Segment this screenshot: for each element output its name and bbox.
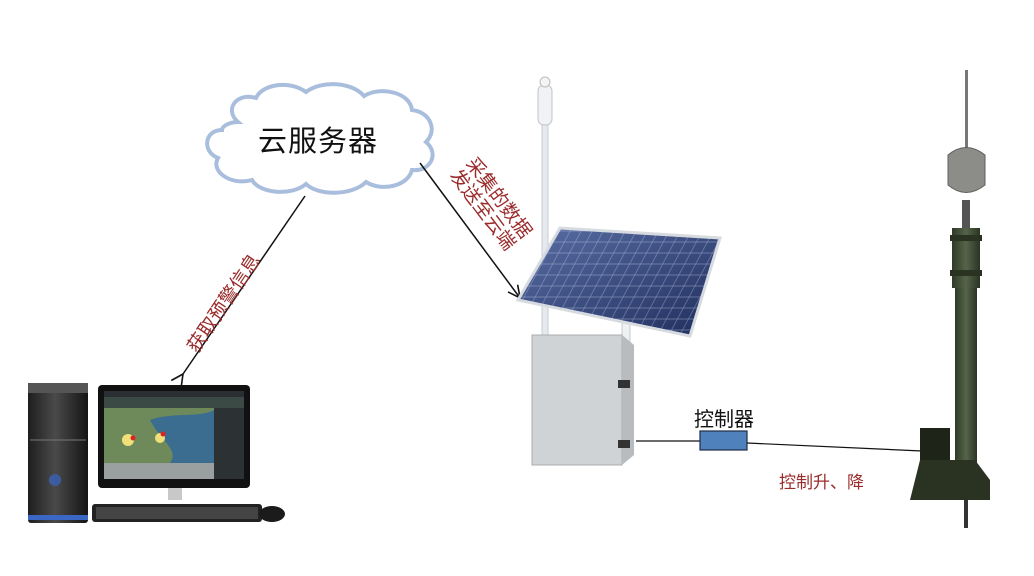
download-arrow <box>183 195 306 374</box>
monitor <box>98 385 250 500</box>
cloud-server-shape <box>205 82 435 195</box>
cable-controller-mast <box>746 442 923 452</box>
controller-box <box>699 430 748 451</box>
telescopic-mast <box>910 70 990 528</box>
lift-control-label: 控制升、降 <box>779 473 864 493</box>
cloud-server-label: 云服务器 <box>258 124 379 158</box>
controller-label: 控制器 <box>694 407 754 431</box>
upload-arrow <box>419 162 520 298</box>
field-station <box>515 76 722 466</box>
computer-tower <box>28 383 88 523</box>
keyboard <box>92 504 285 522</box>
